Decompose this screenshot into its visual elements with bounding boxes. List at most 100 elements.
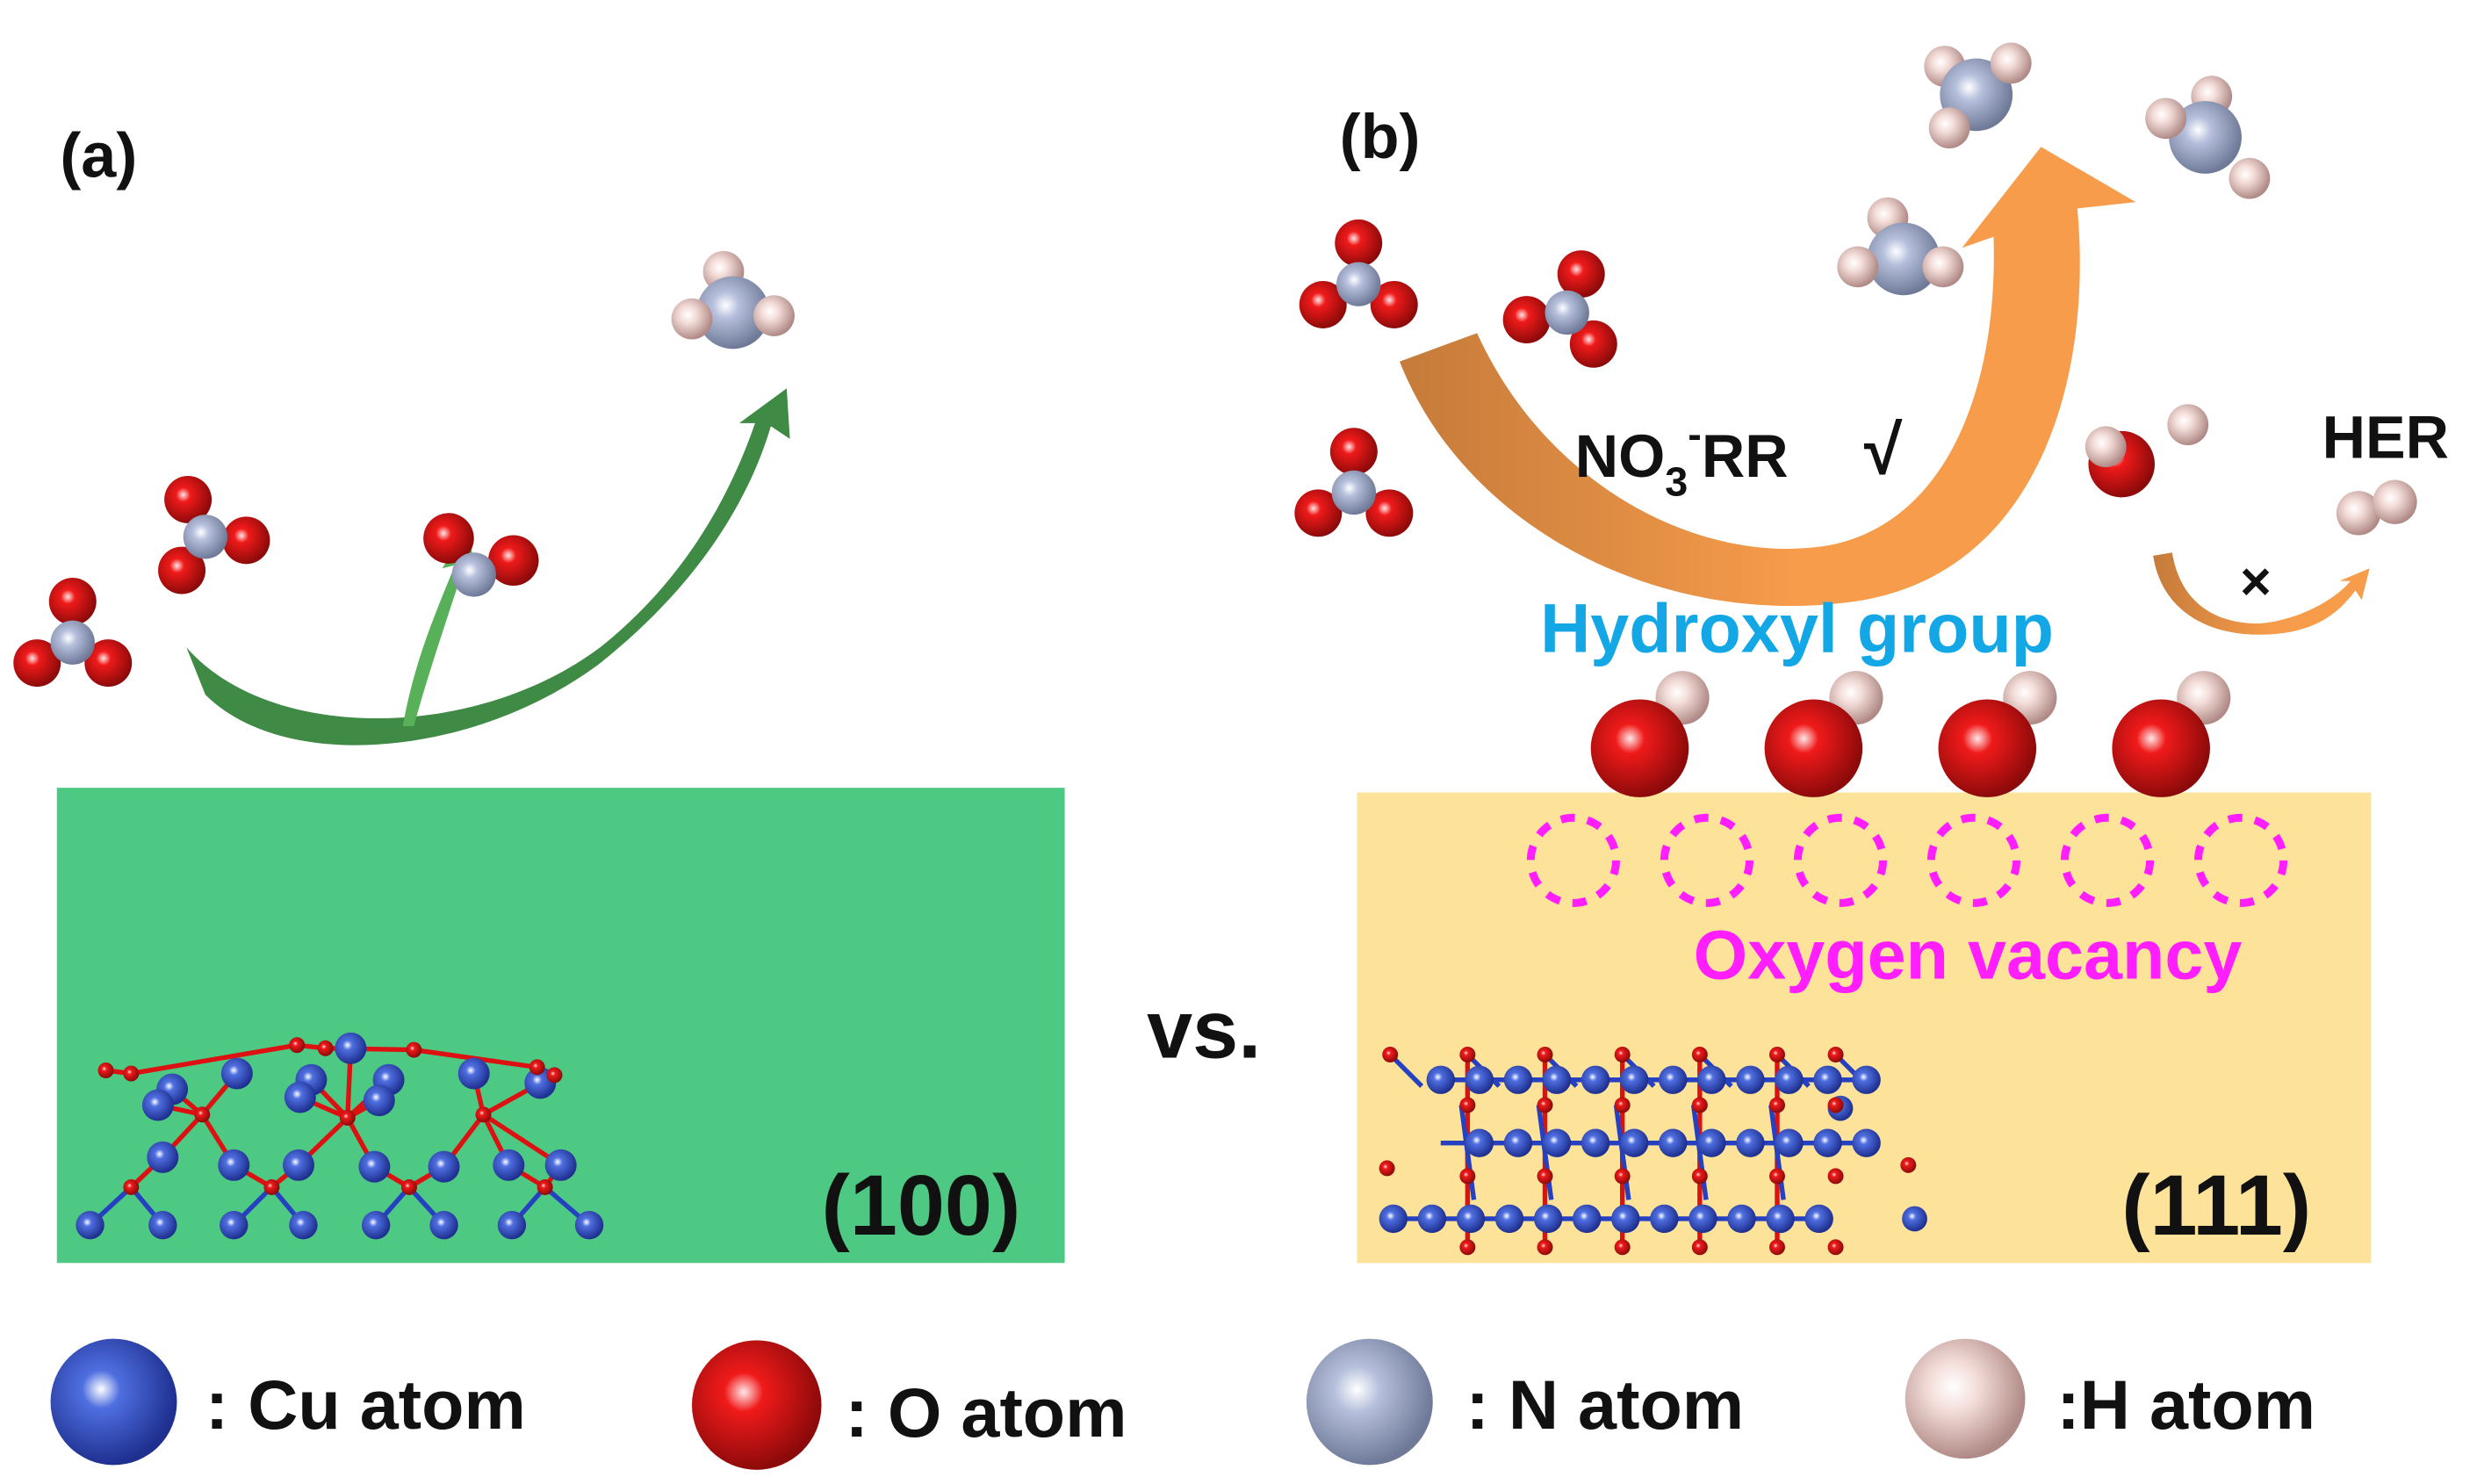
hydroxyl-group bbox=[1938, 671, 2057, 797]
hydroxyl-groups bbox=[1590, 671, 2231, 797]
hydrogen-molecule bbox=[2336, 479, 2417, 536]
her-arrow bbox=[2153, 552, 2370, 635]
legend-cu-label: : Cu atom bbox=[205, 1365, 526, 1444]
atomic-bond bbox=[130, 1042, 298, 1077]
o-atom bbox=[1614, 1046, 1631, 1063]
o-atom bbox=[1365, 489, 1414, 537]
o-atom bbox=[1382, 1046, 1399, 1063]
cu-atom bbox=[1542, 1128, 1572, 1157]
cu-atom bbox=[1417, 1204, 1447, 1234]
o-atom bbox=[400, 1179, 417, 1195]
cu-atom bbox=[1542, 1065, 1572, 1094]
h-atom bbox=[2167, 404, 2209, 445]
atom-legend: : Cu atom : O atom : N atom :H atom bbox=[50, 1338, 2315, 1470]
o-atom bbox=[97, 1062, 114, 1078]
nitrate-molecule bbox=[1299, 219, 1418, 328]
n-atom bbox=[696, 276, 770, 349]
cu-atom bbox=[1697, 1128, 1726, 1157]
cu-atom bbox=[544, 1149, 577, 1181]
o-atom bbox=[1299, 281, 1347, 328]
o-atom bbox=[1459, 1239, 1476, 1256]
o-atom bbox=[48, 578, 97, 625]
cu-atom bbox=[428, 1150, 460, 1183]
legend-cu-swatch bbox=[50, 1338, 177, 1466]
facet-111-label: (111) bbox=[2121, 1157, 2311, 1253]
o-atom bbox=[339, 1109, 356, 1126]
legend-h-label: :H atom bbox=[2056, 1365, 2315, 1444]
cu-atom bbox=[1775, 1065, 1804, 1094]
o-atom bbox=[1614, 1168, 1631, 1185]
n-atom bbox=[2169, 101, 2242, 174]
o-atom bbox=[317, 1040, 334, 1056]
water-molecule bbox=[2085, 404, 2209, 498]
o-atom bbox=[1691, 1046, 1708, 1063]
h-atom bbox=[2229, 157, 2271, 199]
cu-atom bbox=[1766, 1204, 1795, 1234]
o-atom bbox=[222, 516, 270, 565]
o-atom bbox=[123, 1179, 140, 1195]
oxygen-vacancy-markers bbox=[1526, 813, 2288, 907]
ammonia-molecule bbox=[2145, 76, 2271, 199]
cu-atom bbox=[1804, 1204, 1833, 1234]
o-atom bbox=[1827, 1046, 1844, 1063]
hydroxyl-group bbox=[1764, 671, 1883, 797]
o-atom bbox=[1764, 699, 1863, 797]
cu-atom bbox=[1611, 1204, 1640, 1234]
n-atom bbox=[1336, 262, 1381, 306]
o-atom bbox=[1691, 1097, 1708, 1113]
o-atom bbox=[536, 1179, 553, 1195]
ammonia-molecule bbox=[671, 250, 795, 349]
o-atom bbox=[1537, 1046, 1553, 1063]
oxygen-vacancy-marker bbox=[2060, 813, 2155, 907]
o-atom bbox=[1827, 1168, 1844, 1185]
cu-atom bbox=[497, 1210, 527, 1240]
n-atom bbox=[50, 620, 95, 665]
cu-atom bbox=[1659, 1128, 1688, 1157]
o-atom bbox=[1459, 1097, 1476, 1113]
cu-atom bbox=[220, 1210, 248, 1240]
ammonia-molecule bbox=[1924, 42, 2032, 148]
cu-atom bbox=[1775, 1128, 1804, 1157]
o-atom bbox=[1614, 1097, 1631, 1113]
o-atom bbox=[1537, 1239, 1553, 1256]
o-atom bbox=[13, 639, 61, 688]
atomic-bond bbox=[1690, 1105, 1709, 1200]
cu-atom bbox=[1426, 1065, 1455, 1094]
cu-atom bbox=[1902, 1206, 1927, 1232]
n-atom bbox=[1867, 222, 1941, 296]
h-atom bbox=[2373, 479, 2417, 524]
cu-atom bbox=[1852, 1128, 1881, 1157]
cu-atom bbox=[141, 1089, 174, 1121]
cu-atom bbox=[218, 1149, 250, 1181]
o-atom bbox=[487, 535, 539, 587]
cu-atom bbox=[1619, 1065, 1649, 1094]
cu-atom bbox=[284, 1081, 316, 1113]
cu-atom bbox=[429, 1210, 458, 1240]
cu-atom bbox=[361, 1210, 391, 1240]
legend-n-swatch bbox=[1306, 1338, 1433, 1466]
o-atom bbox=[1370, 281, 1418, 328]
cu-atom bbox=[1581, 1128, 1610, 1157]
o-atom bbox=[194, 1106, 211, 1123]
cu-atom bbox=[574, 1210, 604, 1240]
cu2o-111-lattice bbox=[1379, 1046, 1927, 1256]
hydroxyl-group bbox=[1590, 671, 1710, 797]
cu-atom bbox=[1465, 1065, 1494, 1094]
o-atom bbox=[1590, 699, 1689, 797]
o-atom bbox=[1459, 1046, 1476, 1063]
o-atom bbox=[164, 475, 212, 523]
cu-atom bbox=[1727, 1204, 1756, 1234]
o-atom bbox=[529, 1059, 545, 1076]
o-atom bbox=[1827, 1097, 1844, 1113]
cu-atom bbox=[1503, 1065, 1533, 1094]
n-atom bbox=[1545, 290, 1589, 335]
cu-atom bbox=[1813, 1128, 1842, 1157]
cu-atom bbox=[493, 1149, 525, 1181]
h-atom bbox=[753, 295, 795, 336]
ammonia-molecule bbox=[1837, 197, 1964, 296]
cu-100-surface bbox=[56, 788, 1065, 1264]
oxygen-vacancy-marker bbox=[2193, 813, 2288, 907]
o-atom bbox=[1900, 1156, 1917, 1173]
cu-atom bbox=[1619, 1128, 1649, 1157]
